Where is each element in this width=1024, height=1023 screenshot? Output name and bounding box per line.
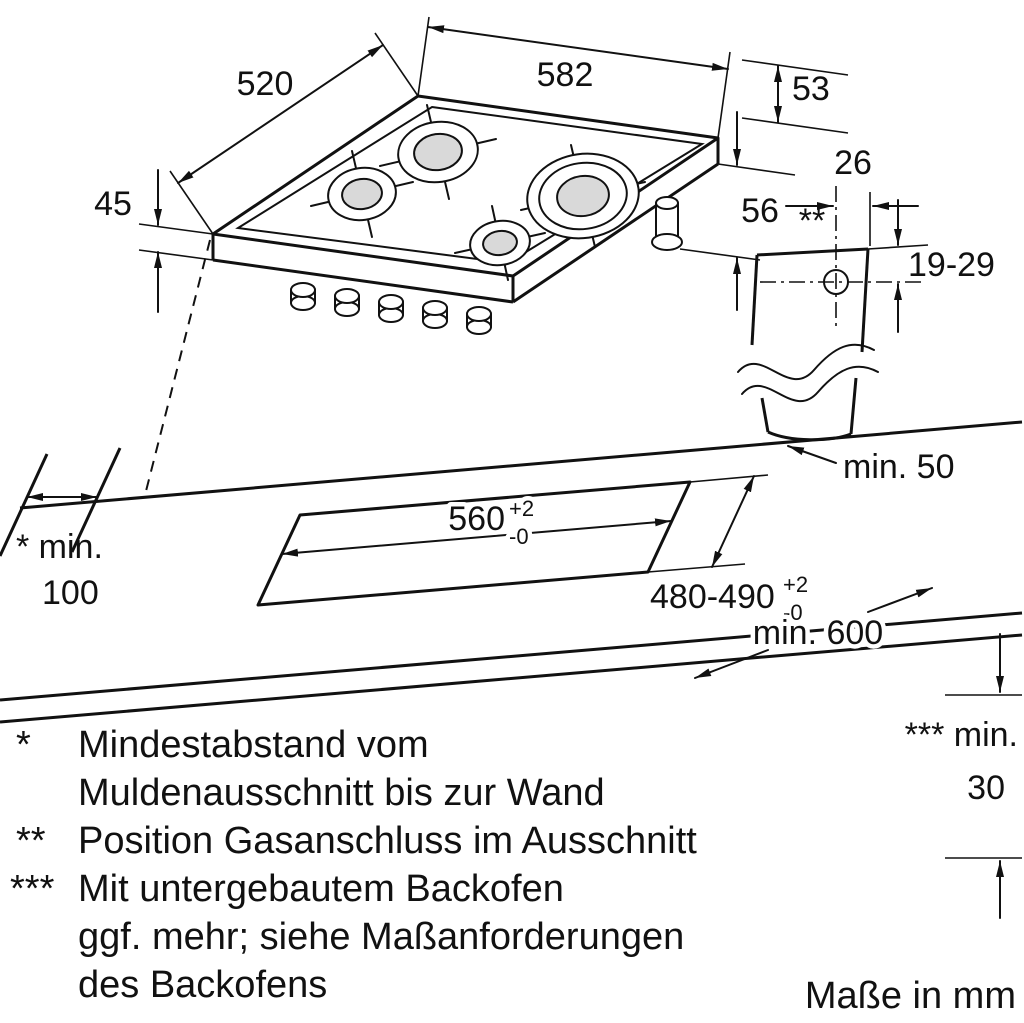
footnote-star1-symbol: *: [16, 724, 31, 766]
knob: [290, 282, 316, 311]
dim-560-tol-minus: -0: [509, 524, 529, 549]
footnote-star1-line1: Mindestabstand vom: [78, 724, 429, 766]
dim-min100-label: * min.: [16, 528, 103, 566]
knob: [334, 288, 360, 317]
hob-front-face: [211, 234, 515, 304]
dim-480-490: 480-490 +2 -0: [646, 474, 813, 630]
dim-min50: min. 50: [787, 445, 955, 486]
hob-outer-rim: [211, 94, 720, 278]
dim-53: 53: [741, 59, 849, 134]
units-note: Maße in mm: [805, 975, 1016, 1017]
dim-26: 26: [785, 144, 919, 246]
dim-56: 56: [679, 111, 796, 311]
break-line: [741, 365, 879, 403]
dim-56-label: 56: [741, 192, 779, 230]
knob: [378, 294, 404, 323]
knob: [422, 300, 448, 329]
worktop-front-edge: [0, 611, 1023, 702]
worktop: [0, 239, 1023, 724]
dim-560-label: 560: [448, 500, 505, 538]
dim-min600-label: min. 600: [753, 614, 883, 652]
gas-connection-detail: 26 19-29: [737, 144, 995, 442]
dim-520: 520: [169, 32, 419, 235]
footnote-star2-line1: Position Gasanschluss im Ausschnitt: [78, 820, 697, 862]
knob: [466, 306, 492, 335]
control-knobs: [290, 282, 492, 335]
dim-min100-value: 100: [42, 574, 99, 612]
worktop-rear-edge: [19, 420, 1023, 510]
wall-line: [0, 453, 49, 557]
footnote-star1-line2: Muldenausschnitt bis zur Wand: [78, 772, 605, 814]
dim-min100: * min. 100: [16, 493, 103, 612]
dim-26-label: 26: [834, 144, 872, 182]
burner-back-center: [397, 120, 479, 184]
burner-left: [327, 166, 397, 222]
worktop-front-thickness: [0, 633, 1023, 724]
dim-min30-label: *** min.: [905, 716, 1018, 754]
footnote-star2-symbol: **: [16, 820, 46, 862]
dim-45-label: 45: [94, 185, 132, 223]
footnote-star3-line2: ggf. mehr; siehe Maßanforderungen: [78, 916, 684, 958]
dim-19-29: 19-29: [867, 199, 995, 333]
projection-dashed-line: [144, 239, 211, 496]
footnote-star3-line1: Mit untergebautem Backofen: [78, 868, 564, 910]
dim-520-label: 520: [237, 65, 294, 103]
burner-right-wok: [526, 152, 640, 240]
hob-isometric-view: [211, 94, 720, 335]
dim-min50-label: min. 50: [843, 448, 955, 486]
burner-front-center: [469, 219, 531, 267]
dim-45: 45: [94, 169, 214, 313]
hob-right-face: [512, 138, 720, 304]
gas-connection-pipe: [651, 196, 683, 251]
dim-19-29-label: 19-29: [908, 246, 995, 284]
gas-position-marker: **: [799, 202, 825, 240]
dim-min30-value: 30: [967, 769, 1005, 807]
dim-480-490-label: 480-490: [650, 578, 775, 616]
footnote-star3-line3: des Backofens: [78, 964, 327, 1006]
footnotes: * Mindestabstand vom Muldenausschnitt bi…: [10, 724, 1016, 1017]
dim-560-tol-plus: +2: [509, 496, 534, 521]
dim-480-490-tol-plus: +2: [783, 572, 808, 597]
footnote-star3-symbol: ***: [10, 868, 55, 910]
dim-53-label: 53: [792, 70, 830, 108]
dim-480-490-tol-minus: -0: [783, 600, 803, 625]
dim-582: 582: [417, 16, 731, 139]
dim-560: 560 +2 -0: [281, 492, 672, 557]
dim-min30: *** min. 30: [905, 633, 1022, 919]
dim-582-label: 582: [537, 56, 594, 94]
dim-min600: min. 600: [694, 587, 933, 679]
break-line: [737, 343, 875, 381]
